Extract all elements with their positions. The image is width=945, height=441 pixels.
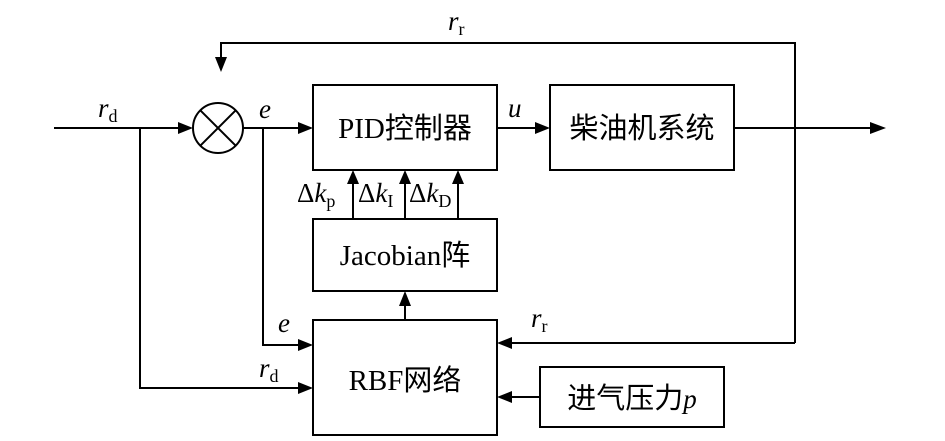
diesel-engine-label: 柴油机系统 (569, 112, 714, 145)
arrow-rd-to-rbf (298, 382, 313, 394)
rd-branch-line (139, 128, 300, 389)
rbf-to-jacobian-arrow (399, 291, 411, 306)
dkd-arrow (452, 170, 464, 184)
label-rd-rbf: rd (259, 353, 279, 386)
arrow-e-to-rbf (298, 339, 313, 351)
jacobian-block (312, 218, 498, 292)
label-dkp: Δkp (297, 178, 335, 211)
jacobian-label: Jacobian阵 (340, 239, 470, 272)
label-u: u (508, 93, 522, 123)
arrow-to-pid (298, 122, 313, 134)
output-arrow (870, 122, 886, 134)
feedback-top-line (220, 42, 796, 128)
arrow-to-plant (535, 122, 550, 134)
pid-controller-label: PID控制器 (338, 112, 472, 145)
label-dki: ΔkI (358, 178, 393, 211)
label-e-rbf: e (278, 308, 290, 338)
summing-junction (192, 102, 244, 154)
label-rd-input: rd (98, 93, 118, 126)
intake-pressure-label: 进气压力p (567, 382, 697, 415)
feedback-arrow-to-junction (215, 57, 227, 72)
dki-arrow (399, 170, 411, 184)
label-e: e (259, 94, 271, 124)
rbf-network-label: RBF网络 (349, 364, 462, 397)
pid-controller-block (312, 84, 498, 171)
dkp-arrow (347, 170, 359, 184)
diesel-engine-block (549, 84, 735, 171)
arrow-to-junction (178, 122, 193, 134)
label-rr-top: rr (448, 6, 465, 39)
label-dkd: ΔkD (409, 178, 451, 211)
rbf-network-block (312, 319, 498, 436)
arrow-rr-to-rbf (497, 337, 512, 349)
arrow-intake-to-rbf (497, 391, 512, 403)
label-rr-rbf: rr (531, 303, 548, 336)
error-branch-line (262, 128, 300, 346)
